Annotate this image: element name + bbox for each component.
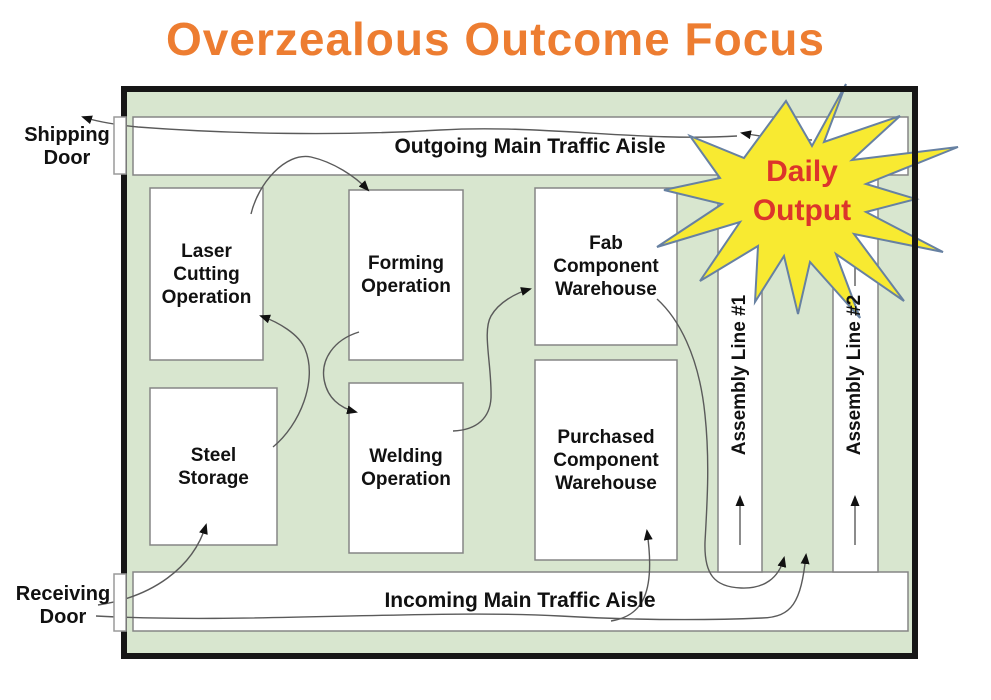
daily-output-starburst (656, 83, 959, 319)
flow-steel-to-laser (259, 314, 310, 448)
building-wall (121, 86, 918, 659)
flow-receiving-to-assembly (95, 553, 810, 621)
forming-box (348, 189, 464, 361)
incoming-aisle (132, 571, 909, 632)
steel-storage-box (149, 387, 278, 546)
flow-fab-to-assembly (656, 298, 787, 589)
welding-box (348, 382, 464, 554)
diagram-title: Overzealous Outcome Focus (166, 13, 825, 65)
receiving-door-opening (113, 573, 127, 632)
laser-cutting-box (149, 187, 264, 361)
shipping-door-opening (113, 116, 127, 175)
flow-laser-to-forming (250, 155, 370, 215)
flow-forming-to-welding (322, 331, 360, 415)
flow-aisle-to-purchased (610, 529, 653, 622)
fab-warehouse-box (534, 187, 678, 346)
flow-welding-to-fab (452, 287, 532, 432)
purchased-warehouse-box (534, 359, 678, 561)
flow-aisle-to-shipping-door (81, 115, 738, 138)
